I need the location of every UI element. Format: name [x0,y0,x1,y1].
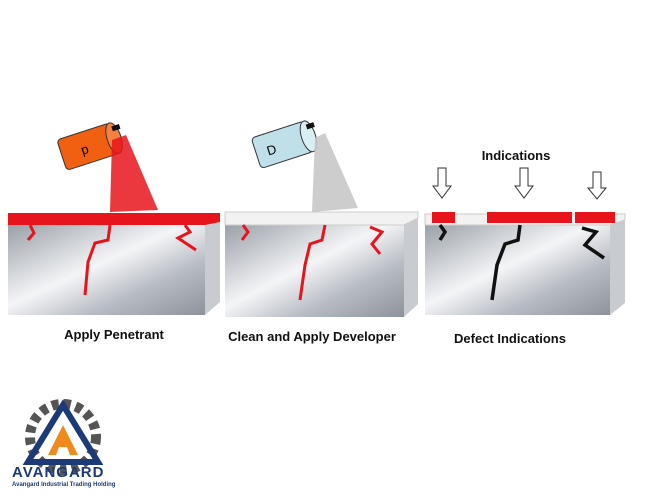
specimen-block-2 [224,211,419,317]
svg-text:D: D [265,141,279,158]
svg-text:p: p [79,141,91,158]
logo-name: AVANGARD [12,464,105,481]
step-label-clean-apply-developer: Clean and Apply Developer [228,329,396,344]
indications-annotation: Indications [481,148,551,163]
penetrant-layer [8,213,220,225]
developer-layer [224,211,419,226]
arrow-icon [432,167,608,200]
specimen-block-3 [424,167,626,315]
penetrant-spray [110,135,158,212]
developer-spray [312,133,358,212]
indication-3 [575,212,615,223]
indication-2 [487,212,572,223]
step-label-apply-penetrant: Apply Penetrant [64,327,164,342]
indication-1 [432,212,455,223]
avangard-logo [22,399,104,475]
logo-tagline: Avangard Industrial Trading Holding [12,482,116,488]
step-label-defect-indications: Defect Indications [454,331,566,346]
developer-can: D [251,120,318,168]
specimen-block-1 [8,213,220,315]
